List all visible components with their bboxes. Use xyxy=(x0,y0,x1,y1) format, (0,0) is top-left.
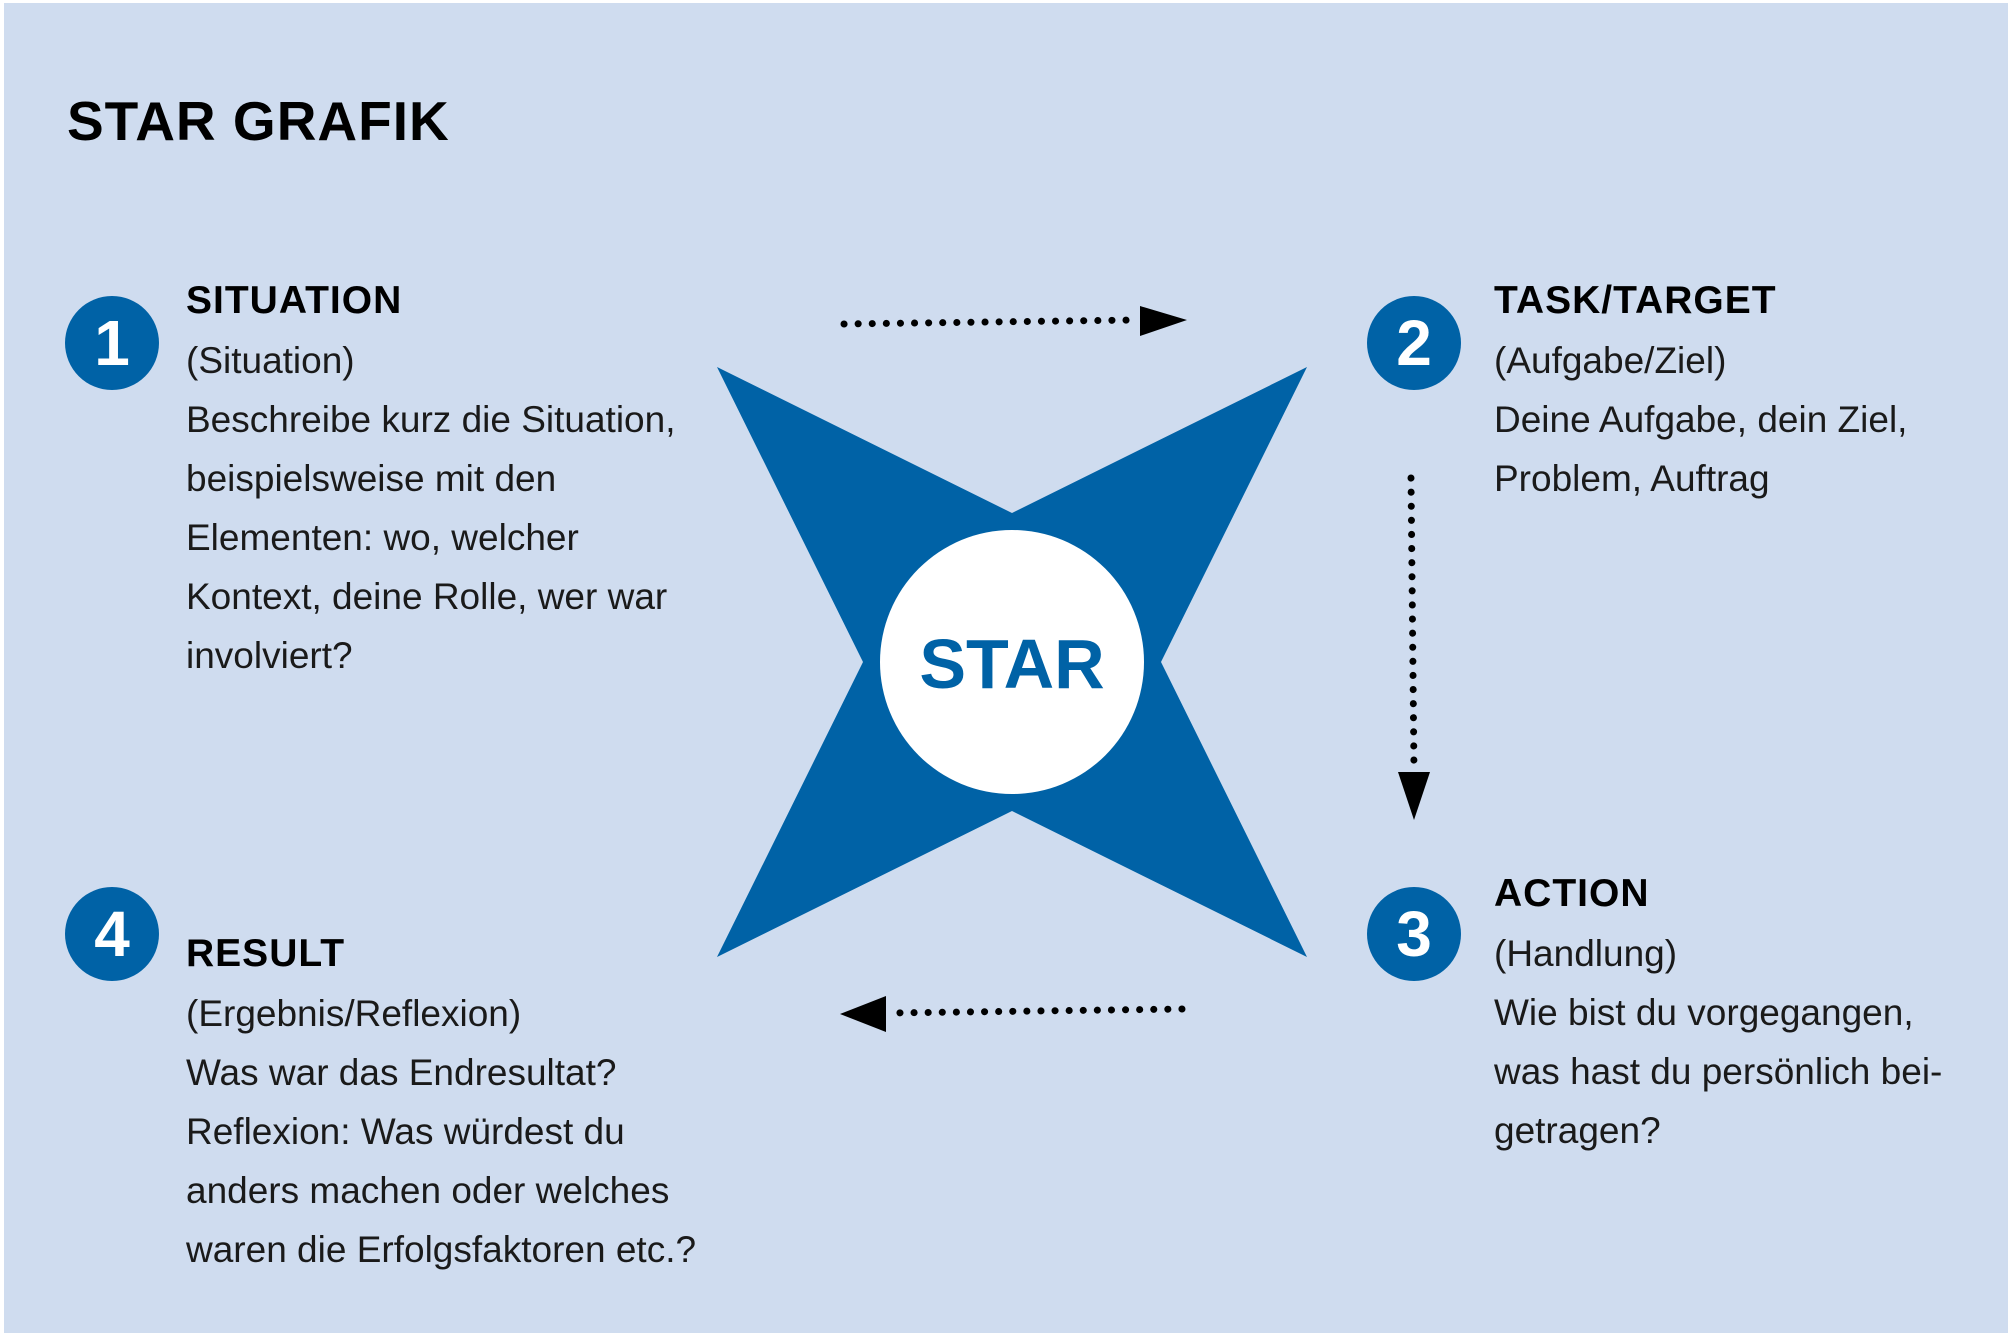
step-heading: TASK/TARGET xyxy=(1494,279,1777,322)
arrowhead-down xyxy=(1398,772,1430,820)
arrowhead-right xyxy=(1140,306,1187,336)
step-badge-4: 4 xyxy=(65,887,159,981)
step-text-line: Kontext, deine Rolle, wer war xyxy=(186,576,668,617)
step-text-line: Beschreibe kurz die Situation, xyxy=(186,399,676,440)
step-heading: SITUATION xyxy=(186,279,403,322)
arrow-task-to-action xyxy=(1398,474,1430,820)
step-text-line: Wie bist du vorgegangen, xyxy=(1494,992,1914,1033)
page-title: STAR GRAFIK xyxy=(67,90,450,152)
center-label: STAR xyxy=(919,625,1104,703)
arrow-situation-to-task xyxy=(840,306,1187,336)
step-heading: ACTION xyxy=(1494,872,1650,915)
step-text-line: Elementen: wo, welcher xyxy=(186,517,579,558)
step-result: RESULT (Ergebnis/Reflexion) Was war das … xyxy=(186,924,696,1279)
arrow-action-to-result xyxy=(840,996,1186,1032)
step-badge-3: 3 xyxy=(1367,887,1461,981)
step-text-line: Reflexion: Was würdest du xyxy=(186,1111,625,1152)
step-text-line: waren die Erfolgsfaktoren etc.? xyxy=(186,1229,697,1270)
step-action: ACTION (Handlung) Wie bist du vorgegange… xyxy=(1494,864,1942,1160)
step-text-line: beispielsweise mit den xyxy=(186,458,557,499)
step-subtitle: (Situation) xyxy=(186,340,355,381)
step-text-line: involviert? xyxy=(186,635,353,676)
step-text-line: Problem, Auftrag xyxy=(1494,458,1770,499)
step-text-line: getragen? xyxy=(1494,1110,1661,1151)
step-heading: RESULT xyxy=(186,932,346,975)
step-subtitle: (Handlung) xyxy=(1494,933,1678,974)
arrowhead-left xyxy=(840,996,886,1032)
center-circle xyxy=(880,530,1144,794)
step-badge-2: 2 xyxy=(1367,296,1461,390)
step-task-target: TASK/TARGET (Aufgabe/Ziel) Deine Aufgabe… xyxy=(1494,271,1907,508)
step-situation: SITUATION (Situation) Beschreibe kurz di… xyxy=(186,271,676,685)
step-text-line: was hast du persönlich bei- xyxy=(1494,1051,1943,1092)
step-text-line: Deine Aufgabe, dein Ziel, xyxy=(1494,399,1908,440)
step-subtitle: (Ergebnis/Reflexion) xyxy=(186,993,522,1034)
step-text-line: Was war das Endresultat? xyxy=(186,1052,617,1093)
step-badge-1: 1 xyxy=(65,296,159,390)
step-text-line: anders machen oder welches xyxy=(186,1170,670,1211)
step-subtitle: (Aufgabe/Ziel) xyxy=(1494,340,1727,381)
